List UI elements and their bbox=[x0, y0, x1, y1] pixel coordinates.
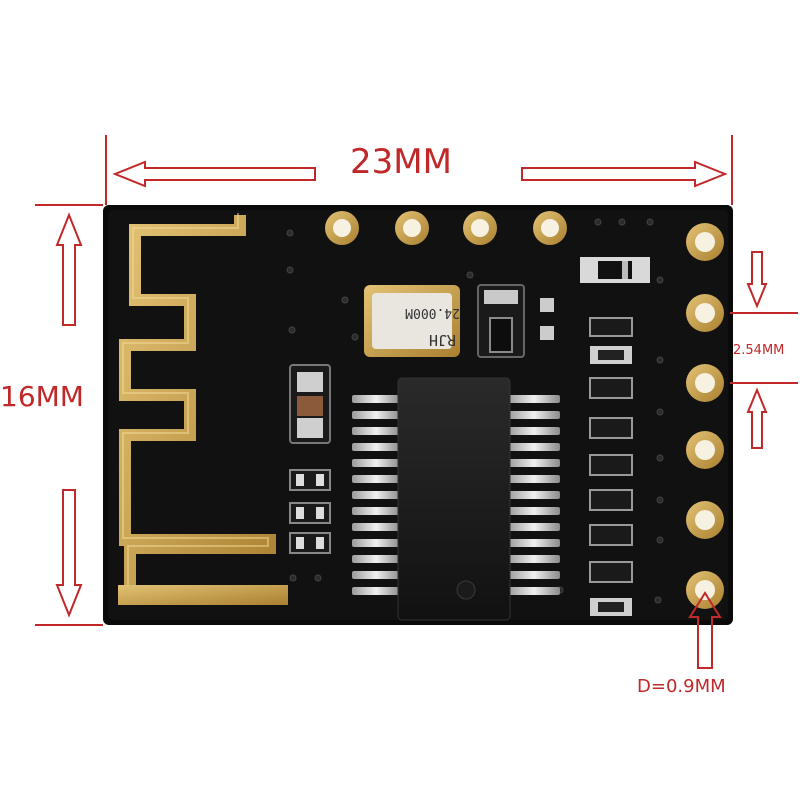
arrow-right-icon bbox=[521, 160, 728, 188]
height-dimension-label: 16MM bbox=[0, 380, 84, 413]
width-dimension-label: 23MM bbox=[350, 142, 452, 182]
hole-diameter-label: D=0.9MM bbox=[637, 676, 726, 697]
arrow-up-icon bbox=[688, 591, 722, 669]
right-pin bbox=[686, 364, 724, 402]
right-pin bbox=[686, 223, 724, 261]
pitch-dimension bbox=[730, 251, 798, 449]
arrow-left-icon bbox=[112, 160, 316, 188]
width-dimension bbox=[105, 135, 733, 205]
pcb-antenna-trace bbox=[119, 215, 280, 604]
arrow-up-icon bbox=[55, 212, 83, 326]
right-pin bbox=[686, 571, 724, 609]
regulator-component bbox=[477, 284, 554, 358]
top-pad bbox=[325, 211, 359, 245]
right-pin bbox=[686, 431, 724, 469]
capacitor-component bbox=[289, 364, 331, 444]
crystal-marking-frequency: 24.000M bbox=[405, 305, 460, 320]
top-pads bbox=[325, 211, 567, 245]
right-pin bbox=[686, 501, 724, 539]
ic-pins-left bbox=[352, 395, 400, 595]
pin-pitch-label: 2.54MM bbox=[733, 343, 785, 358]
main-ic-chip bbox=[397, 377, 511, 621]
right-pin bbox=[686, 294, 724, 332]
crystal-oscillator: 24.000M RJH bbox=[364, 285, 460, 357]
diode-component bbox=[580, 257, 650, 283]
antenna-pad bbox=[118, 585, 288, 605]
smd-passives-right bbox=[589, 317, 633, 616]
crystal-marking-maker: RJH bbox=[429, 331, 456, 349]
top-pad bbox=[463, 211, 497, 245]
top-pad bbox=[533, 211, 567, 245]
arrow-down-icon bbox=[55, 489, 83, 618]
height-dimension bbox=[35, 204, 103, 626]
top-pad bbox=[395, 211, 429, 245]
ic-pins-right bbox=[508, 395, 560, 595]
right-pins bbox=[686, 223, 724, 609]
hole-diameter-dimension bbox=[688, 591, 722, 669]
ic-pin1-dot bbox=[456, 580, 476, 600]
arrow-up-icon bbox=[746, 387, 768, 449]
arrow-down-icon bbox=[746, 251, 768, 309]
smd-passives-left bbox=[289, 469, 331, 554]
